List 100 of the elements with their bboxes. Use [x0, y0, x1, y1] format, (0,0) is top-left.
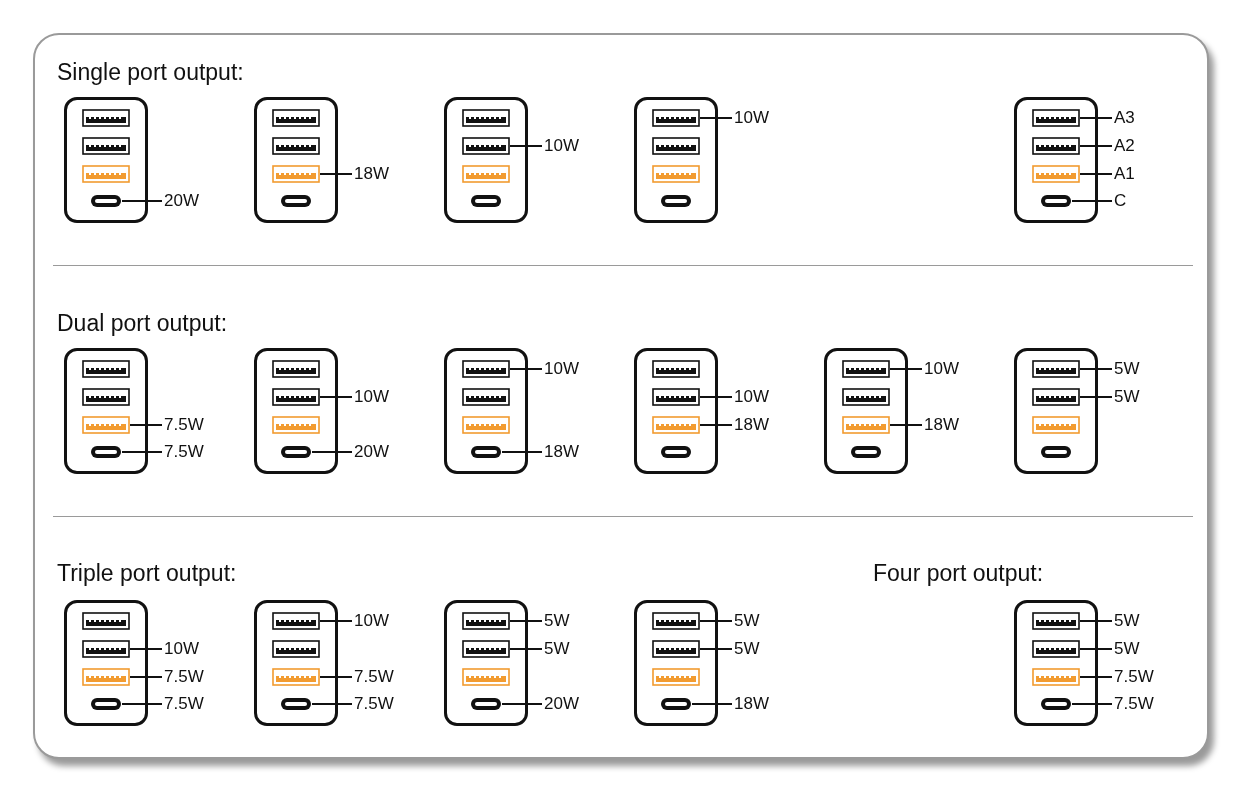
charger-body [64, 600, 148, 726]
usb-a-port [462, 388, 510, 406]
usb-a-port [652, 165, 700, 183]
port-label: 10W [924, 358, 959, 380]
leader-line [699, 396, 733, 398]
usb-c-port [280, 445, 312, 459]
usb-a-port [842, 416, 890, 434]
leader-line [129, 424, 163, 426]
leader-line [501, 451, 543, 453]
charger-body [824, 348, 908, 474]
charger-body [254, 348, 338, 474]
port-label: 10W [354, 610, 389, 632]
leader-line [319, 396, 353, 398]
usb-a-port [272, 640, 320, 658]
leader-line [319, 620, 353, 622]
section-heading: Single port output: [57, 58, 244, 86]
leader-line [1079, 676, 1113, 678]
usb-c-port [1040, 194, 1072, 208]
usb-a-port [652, 640, 700, 658]
port-label: 7.5W [1114, 666, 1154, 688]
leader-line [1071, 200, 1113, 202]
charger-body [634, 348, 718, 474]
usb-a-port [82, 612, 130, 630]
port-label: 5W [734, 610, 760, 632]
usb-a-port [272, 137, 320, 155]
usb-c-port [280, 697, 312, 711]
section-heading: Dual port output: [57, 309, 228, 337]
port-label: 7.5W [164, 693, 204, 715]
charger-body [634, 97, 718, 223]
usb-a-port [272, 612, 320, 630]
leader-line [1079, 173, 1113, 175]
port-label: 7.5W [1114, 693, 1154, 715]
leader-line [121, 451, 163, 453]
usb-a-port [272, 360, 320, 378]
usb-a-port [1032, 416, 1080, 434]
port-label: 7.5W [164, 666, 204, 688]
usb-c-port [660, 445, 692, 459]
port-label: 5W [1114, 386, 1140, 408]
usb-a-port [82, 668, 130, 686]
port-label: 18W [734, 414, 769, 436]
usb-a-port [842, 388, 890, 406]
charger-body [444, 600, 528, 726]
leader-line [509, 620, 543, 622]
leader-line [1071, 703, 1113, 705]
usb-c-port [90, 697, 122, 711]
usb-a-port [82, 137, 130, 155]
leader-line [501, 703, 543, 705]
usb-a-port [462, 165, 510, 183]
leader-line [1079, 368, 1113, 370]
usb-a-port [82, 360, 130, 378]
usb-c-port [90, 194, 122, 208]
port-label: 20W [544, 693, 579, 715]
usb-a-port [652, 668, 700, 686]
leader-line [699, 648, 733, 650]
usb-a-port [1032, 388, 1080, 406]
section-heading: Four port output: [873, 559, 1044, 587]
port-label: 10W [164, 638, 199, 660]
leader-line [1079, 396, 1113, 398]
usb-a-port [82, 416, 130, 434]
usb-a-port [272, 109, 320, 127]
leader-line [509, 648, 543, 650]
usb-a-port [1032, 360, 1080, 378]
charger-body [1014, 348, 1098, 474]
leader-line [1079, 145, 1113, 147]
usb-a-port [1032, 612, 1080, 630]
leader-line [889, 424, 923, 426]
usb-a-port [462, 360, 510, 378]
usb-a-port [82, 640, 130, 658]
charger-body [64, 348, 148, 474]
usb-c-port [470, 194, 502, 208]
port-label: A2 [1114, 135, 1135, 157]
leader-line [121, 703, 163, 705]
charger-body [444, 97, 528, 223]
port-label: 7.5W [354, 666, 394, 688]
usb-c-port [850, 445, 882, 459]
usb-c-port [1040, 445, 1072, 459]
leader-line [311, 703, 353, 705]
usb-a-port [82, 109, 130, 127]
usb-a-port [652, 109, 700, 127]
leader-line [509, 368, 543, 370]
leader-line [121, 200, 163, 202]
charger-body [1014, 600, 1098, 726]
usb-c-port [1040, 697, 1072, 711]
charger-body [254, 600, 338, 726]
port-label: 10W [354, 386, 389, 408]
usb-c-port [660, 194, 692, 208]
port-label: 5W [1114, 358, 1140, 380]
usb-a-port [462, 612, 510, 630]
usb-a-port [1032, 137, 1080, 155]
port-label: 7.5W [164, 441, 204, 463]
port-label: A1 [1114, 163, 1135, 185]
usb-a-port [272, 416, 320, 434]
port-label: 18W [734, 693, 769, 715]
charger-body [254, 97, 338, 223]
usb-c-port [90, 445, 122, 459]
leader-line [1079, 648, 1113, 650]
charger-body [634, 600, 718, 726]
usb-a-port [652, 416, 700, 434]
usb-a-port [462, 137, 510, 155]
port-label: 10W [734, 107, 769, 129]
